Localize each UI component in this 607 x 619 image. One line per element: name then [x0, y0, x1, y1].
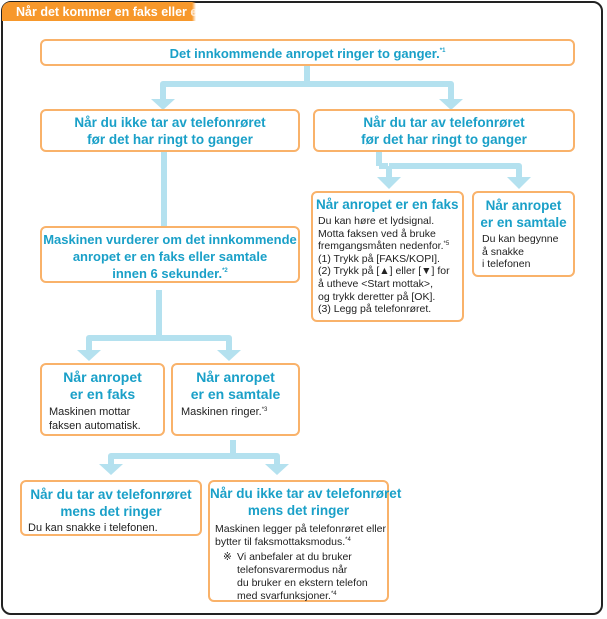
node-heading-line: er en samtale — [190, 386, 281, 402]
body-line: (3) Legg på telefonrøret. — [318, 303, 432, 316]
body-line: Du kan snakke i telefonen. — [28, 522, 158, 534]
body-line: (2) Trykk på [▲] eller [▼] for — [318, 265, 450, 278]
node-picked-fax: Når anropet er en faks Du kan høre et ly… — [311, 191, 464, 322]
body-line: Du kan høre et lydsignal. — [318, 215, 435, 227]
header-tab — [2, 2, 192, 21]
body-line: (1) Trykk på [FAKS/KOPI]. — [318, 252, 440, 265]
arrow-head-6 — [217, 350, 241, 361]
body-line: Maskinen ringer. — [181, 406, 262, 418]
footnote-ref: *1 — [439, 48, 446, 54]
connector-right-split — [376, 152, 522, 178]
header-tab-fade — [192, 2, 232, 21]
node-picked-call: Når anropet er en samtale Du kan begynne… — [472, 191, 575, 277]
node-heading-line: er en faks — [69, 386, 136, 402]
node-heading-line: Maskinen vurderer om det innkommende — [43, 232, 297, 247]
remark-line: telefonsvarermodus når — [237, 564, 348, 576]
connector-judge-split — [86, 290, 232, 352]
arrow-head-3 — [377, 177, 401, 189]
arrow-head-1 — [151, 99, 175, 110]
remark-block: ※ Vi anbefaler at du bruker telefonsvare… — [215, 551, 387, 603]
footnote-ref: *4 — [330, 591, 337, 597]
body-line: Du kan begynne — [482, 233, 559, 245]
remark-line: Vi anbefaler at du bruker — [237, 551, 352, 563]
node-picked-before: Når du tar av telefonrøret før det har r… — [313, 109, 575, 152]
node-heading-line: mens det ringer — [60, 504, 162, 519]
arrow-head-2 — [439, 99, 463, 110]
arrow-head-4 — [507, 177, 531, 189]
node-heading-line: mens det ringer — [247, 503, 350, 518]
node-start: Det innkommende anropet ringer to ganger… — [40, 39, 575, 66]
node-heading-line: Når du tar av telefonrøret — [363, 115, 525, 130]
connector-call-split — [108, 440, 280, 466]
node-not-picked-ringing: Når du ikke tar av telefonrøret mens det… — [208, 480, 402, 603]
node-machine-judges: Maskinen vurderer om det innkommende anr… — [40, 226, 300, 283]
node-heading-line: før det har ringt to ganger — [87, 132, 253, 147]
node-heading: Når anropet er en faks — [316, 197, 459, 212]
arrow-head-7 — [99, 464, 123, 475]
body-line: å snakke — [482, 245, 525, 258]
node-auto-fax: Når anropet er en faks Maskinen mottar f… — [40, 363, 165, 436]
node-heading-line: anropet er en faks eller samtale — [72, 249, 268, 264]
footnote-ref: *2 — [222, 268, 228, 274]
node-start-text: Det innkommende anropet ringer to ganger… — [169, 46, 440, 61]
node-auto-call: Når anropet er en samtale Maskinen ringe… — [171, 363, 300, 436]
node-heading-line: er en samtale — [480, 215, 567, 230]
body-line: fremgangsmåten nedenfor. — [318, 240, 444, 253]
body-line: Motta faksen ved å bruke — [318, 227, 436, 240]
remark-line: med svarfunksjoner. — [237, 590, 331, 602]
node-heading-line: innen 6 sekunder. — [112, 266, 223, 281]
remark-line: du bruker en ekstern telefon — [237, 577, 368, 589]
body-line: Maskinen legger på telefonrøret eller — [215, 523, 387, 535]
diagram-title: Når det kommer en faks eller et anrop — [16, 5, 240, 19]
body-line: bytter til faksmottaksmodus. — [215, 536, 346, 548]
node-picked-ringing: Når du tar av telefonrøret mens det ring… — [20, 480, 202, 536]
node-heading-line: Når du ikke tar av telefonrøret — [210, 486, 402, 501]
node-heading-line: Når du ikke tar av telefonrøret — [74, 115, 266, 130]
node-heading-line: før det har ringt to ganger — [361, 132, 527, 147]
footnote-ref: *4 — [345, 537, 351, 543]
body-line: faksen automatisk. — [49, 419, 141, 432]
node-heading-line: Når anropet — [63, 369, 142, 385]
footnote-ref: *3 — [261, 407, 268, 413]
body-line: å utheve <Start mottak>, — [318, 277, 433, 290]
node-not-picked-before: Når du ikke tar av telefonrøret før det … — [40, 109, 300, 152]
footnote-ref: *5 — [443, 241, 450, 248]
connector-start-split — [160, 66, 454, 102]
body-line: og trykk deretter på [OK]. — [318, 290, 436, 303]
arrow-head-5 — [77, 350, 101, 361]
node-heading-line: Når anropet — [196, 369, 275, 385]
body-line: Maskinen mottar — [49, 406, 131, 418]
body-line: i telefonen — [482, 258, 531, 271]
node-heading-line: Når du tar av telefonrøret — [30, 487, 192, 502]
node-heading-line: Når anropet — [485, 198, 562, 213]
reference-mark-icon: ※ — [223, 551, 232, 563]
arrow-head-8 — [265, 464, 289, 475]
